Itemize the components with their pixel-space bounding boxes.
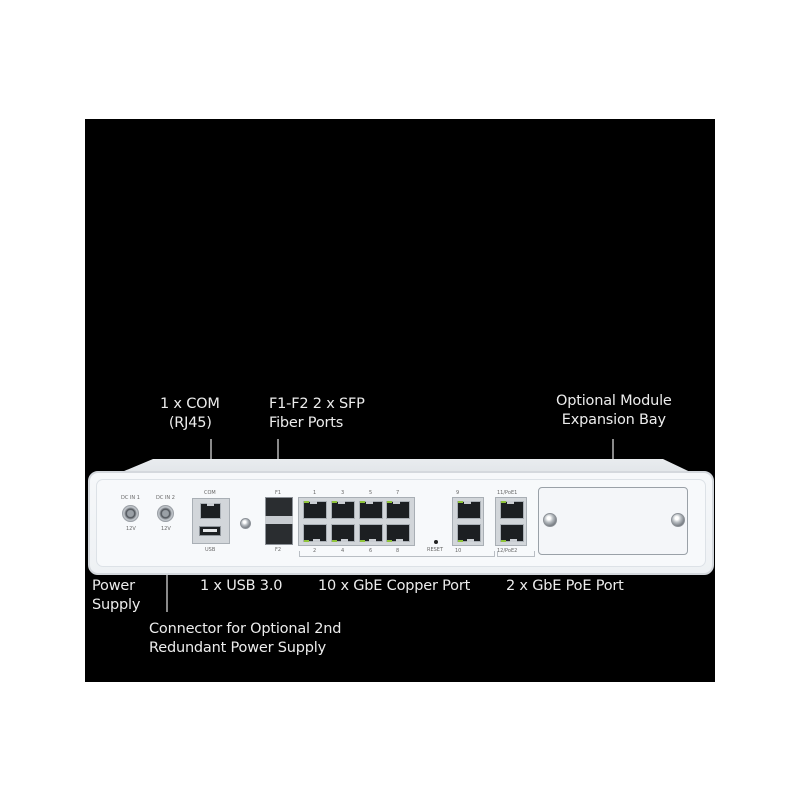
port-1-label: 1 — [313, 490, 317, 496]
dc-in-1-connector — [122, 505, 139, 522]
poe1-label: 11/PoE1 — [497, 490, 518, 496]
power-supply-callout: Power Supply — [92, 578, 141, 613]
port-5 — [359, 501, 383, 519]
port-5-led — [360, 501, 365, 503]
port-8-led — [387, 540, 392, 542]
dc-in-2-connector — [157, 505, 174, 522]
ground-screw-icon — [240, 518, 251, 529]
port-1-led — [304, 501, 309, 503]
product-image-panel: 1 x COM (RJ45) F1-F2 2 x SFP Fiber Ports… — [85, 119, 715, 682]
port-4-label: 4 — [341, 548, 345, 554]
port-7 — [386, 501, 410, 519]
module-bay-callout: Optional Module Expansion Bay — [556, 393, 672, 428]
port-9-led — [458, 501, 463, 503]
sfp-f2-label: F2 — [275, 547, 282, 553]
poe2-led — [501, 540, 506, 542]
usb-port — [199, 526, 221, 536]
reset-button[interactable] — [434, 540, 438, 544]
module-screw-right-icon — [671, 513, 685, 527]
poe-port-callout: 2 x GbE PoE Port — [506, 578, 624, 594]
port-5-label: 5 — [369, 490, 373, 496]
dc-in-1-label: DC IN 1 — [121, 495, 140, 501]
com-port — [200, 503, 221, 519]
copper-port-callout: 10 x GbE Copper Port — [318, 578, 471, 594]
port-4-led — [332, 540, 337, 542]
usb-label: USB — [205, 547, 216, 553]
port-6-label: 6 — [369, 548, 373, 554]
poe-port-1 — [500, 501, 524, 519]
port-7-led — [387, 501, 392, 503]
port-3-led — [332, 501, 337, 503]
redundant-power-callout: Connector for Optional 2nd Redundant Pow… — [149, 621, 342, 656]
port-2-label: 2 — [313, 548, 317, 554]
port-9 — [457, 501, 481, 519]
port-2-led — [304, 540, 309, 542]
com-port-callout: 1 x COM (RJ45) — [160, 396, 220, 431]
com-label: COM — [204, 490, 216, 496]
redundant-leader-line — [166, 557, 168, 612]
copper-port-bracket — [299, 551, 495, 557]
port-6-led — [360, 540, 365, 542]
dc-in-2-label: DC IN 2 — [156, 495, 175, 501]
poe2-label: 12/PoE2 — [497, 548, 518, 554]
dc-in-2-voltage: 12V — [161, 526, 171, 532]
port-7-label: 7 — [396, 490, 400, 496]
port-8-label: 8 — [396, 548, 400, 554]
firewall-appliance-rear: DC IN 1 12V DC IN 2 12V COM USB F1 F2 1 … — [88, 471, 714, 575]
sfp-f1-label: F1 — [275, 490, 282, 496]
poe-port-bracket — [497, 551, 535, 557]
reset-label: RESET — [427, 547, 444, 553]
dc-in-1-voltage: 12V — [126, 526, 136, 532]
sfp-port-callout: F1-F2 2 x SFP Fiber Ports — [269, 396, 365, 431]
module-screw-left-icon — [543, 513, 557, 527]
port-1 — [303, 501, 327, 519]
port-9-label: 9 — [456, 490, 460, 496]
port-3-label: 3 — [341, 490, 345, 496]
port-10-led — [458, 540, 463, 542]
port-10-label: 10 — [455, 548, 462, 554]
module-expansion-bay — [538, 487, 688, 555]
usb-callout: 1 x USB 3.0 — [200, 578, 283, 594]
port-3 — [331, 501, 355, 519]
poe1-led — [501, 501, 506, 503]
sfp-divider — [265, 516, 293, 524]
